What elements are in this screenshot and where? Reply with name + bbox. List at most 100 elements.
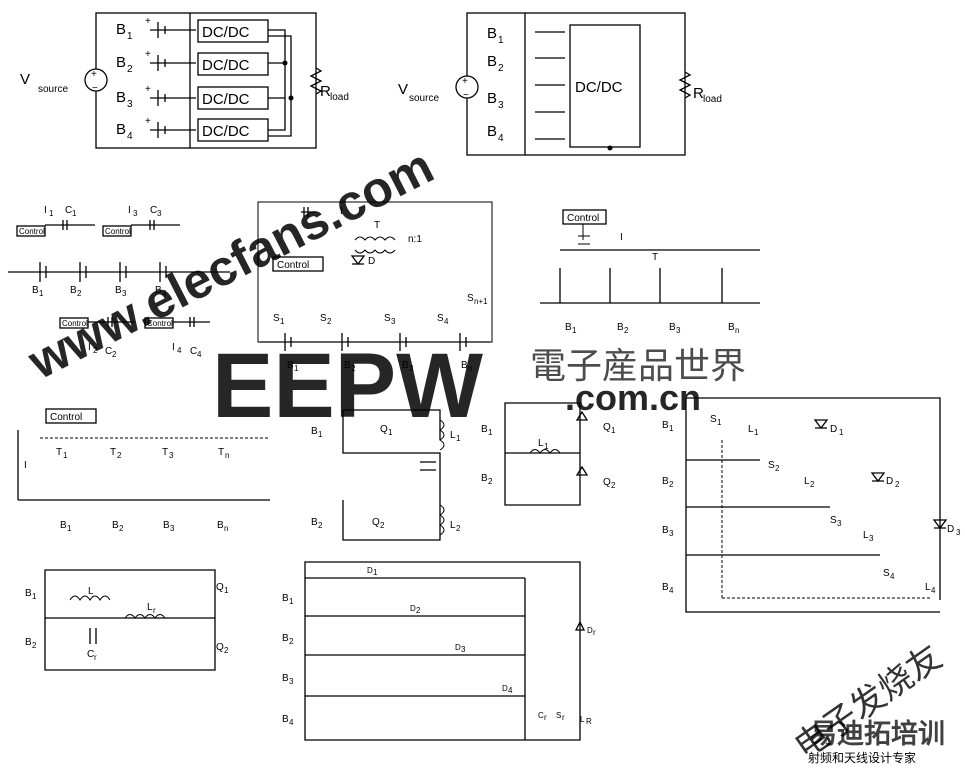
svg-text:1: 1	[289, 597, 294, 606]
svg-text:S: S	[883, 568, 890, 579]
svg-text:1: 1	[388, 428, 393, 437]
watermark-eepw: EEPW	[212, 335, 483, 437]
svg-text:2: 2	[380, 521, 385, 530]
svg-text:2: 2	[416, 606, 421, 615]
svg-text:n+1: n+1	[474, 297, 488, 306]
svg-text:I: I	[172, 342, 175, 353]
svg-text:4: 4	[669, 586, 674, 595]
svg-text:S: S	[556, 711, 561, 720]
svg-text:L: L	[88, 586, 94, 597]
svg-text:1: 1	[544, 442, 549, 451]
svg-text:r: r	[593, 628, 596, 637]
svg-text:L: L	[748, 424, 754, 435]
svg-text:B: B	[282, 633, 289, 644]
svg-text:B: B	[617, 322, 624, 333]
svg-text:3: 3	[133, 209, 138, 218]
svg-text:2: 2	[810, 480, 815, 489]
svg-text:B: B	[32, 285, 39, 296]
svg-text:2: 2	[32, 641, 37, 650]
svg-text:S: S	[710, 414, 717, 425]
svg-text:2: 2	[289, 637, 294, 646]
svg-text:3: 3	[169, 451, 174, 460]
svg-text:2: 2	[611, 481, 616, 490]
svg-text:B: B	[163, 520, 170, 531]
svg-text:1: 1	[294, 364, 299, 373]
svg-text:C: C	[105, 346, 112, 357]
svg-text:1: 1	[456, 434, 461, 443]
svg-text:source: source	[409, 93, 439, 104]
svg-text:3: 3	[676, 326, 681, 335]
svg-text:S: S	[384, 313, 391, 324]
svg-text:3: 3	[170, 524, 175, 533]
svg-text:1: 1	[127, 31, 133, 42]
svg-text:B: B	[662, 582, 669, 593]
svg-text:3: 3	[461, 645, 466, 654]
svg-text:B: B	[487, 123, 497, 140]
svg-text:+: +	[91, 69, 97, 80]
svg-text:1: 1	[72, 209, 77, 218]
svg-text:2: 2	[127, 64, 133, 75]
svg-text:D: D	[367, 566, 373, 575]
svg-text:B: B	[112, 520, 119, 531]
svg-text:2: 2	[775, 464, 780, 473]
svg-text:−: −	[92, 83, 98, 94]
svg-text:B: B	[25, 588, 32, 599]
svg-text:B: B	[311, 517, 318, 528]
svg-text:3: 3	[669, 529, 674, 538]
svg-text:B: B	[311, 426, 318, 437]
svg-text:L: L	[538, 438, 544, 449]
svg-text:D: D	[410, 604, 416, 613]
svg-text:+: +	[462, 76, 468, 87]
svg-text:B: B	[25, 637, 32, 648]
svg-text:1: 1	[32, 592, 37, 601]
svg-text:S: S	[830, 515, 837, 526]
svg-text:D: D	[502, 684, 508, 693]
svg-text:C: C	[87, 649, 94, 660]
svg-text:1: 1	[611, 426, 616, 435]
svg-text:B: B	[115, 285, 122, 296]
svg-text:B: B	[481, 424, 488, 435]
svg-text:load: load	[703, 94, 722, 105]
vsource-label: V	[20, 71, 30, 88]
svg-text:L: L	[450, 430, 456, 441]
svg-text:3: 3	[127, 99, 133, 110]
svg-text:2: 2	[456, 524, 461, 533]
svg-text:4: 4	[890, 572, 895, 581]
svg-text:2: 2	[669, 480, 674, 489]
svg-text:S: S	[768, 460, 775, 471]
svg-text:T: T	[110, 447, 116, 458]
svg-text:3: 3	[409, 364, 414, 373]
svg-text:−: −	[463, 90, 469, 101]
svg-text:Q: Q	[216, 582, 224, 593]
svg-text:R: R	[320, 83, 331, 100]
svg-text:source: source	[38, 84, 68, 95]
svg-text:2: 2	[498, 63, 504, 74]
svg-text:Control: Control	[147, 319, 173, 328]
svg-text:4: 4	[197, 350, 202, 359]
svg-text:4: 4	[498, 133, 504, 144]
svg-text:B: B	[116, 89, 126, 106]
svg-text:B: B	[116, 121, 126, 138]
svg-text:I: I	[620, 232, 623, 243]
svg-text:DC/DC: DC/DC	[202, 123, 250, 140]
svg-text:Q: Q	[372, 517, 380, 528]
svg-text:L: L	[580, 715, 585, 724]
svg-text:D: D	[830, 424, 837, 435]
svg-text:R: R	[693, 85, 704, 102]
svg-text:B: B	[487, 25, 497, 42]
svg-text:1: 1	[488, 428, 493, 437]
svg-text:Control: Control	[567, 213, 599, 224]
svg-text:3: 3	[956, 528, 961, 537]
svg-text:I: I	[24, 460, 27, 471]
svg-text:1: 1	[63, 451, 68, 460]
svg-text:1: 1	[572, 326, 577, 335]
svg-text:2: 2	[624, 326, 629, 335]
